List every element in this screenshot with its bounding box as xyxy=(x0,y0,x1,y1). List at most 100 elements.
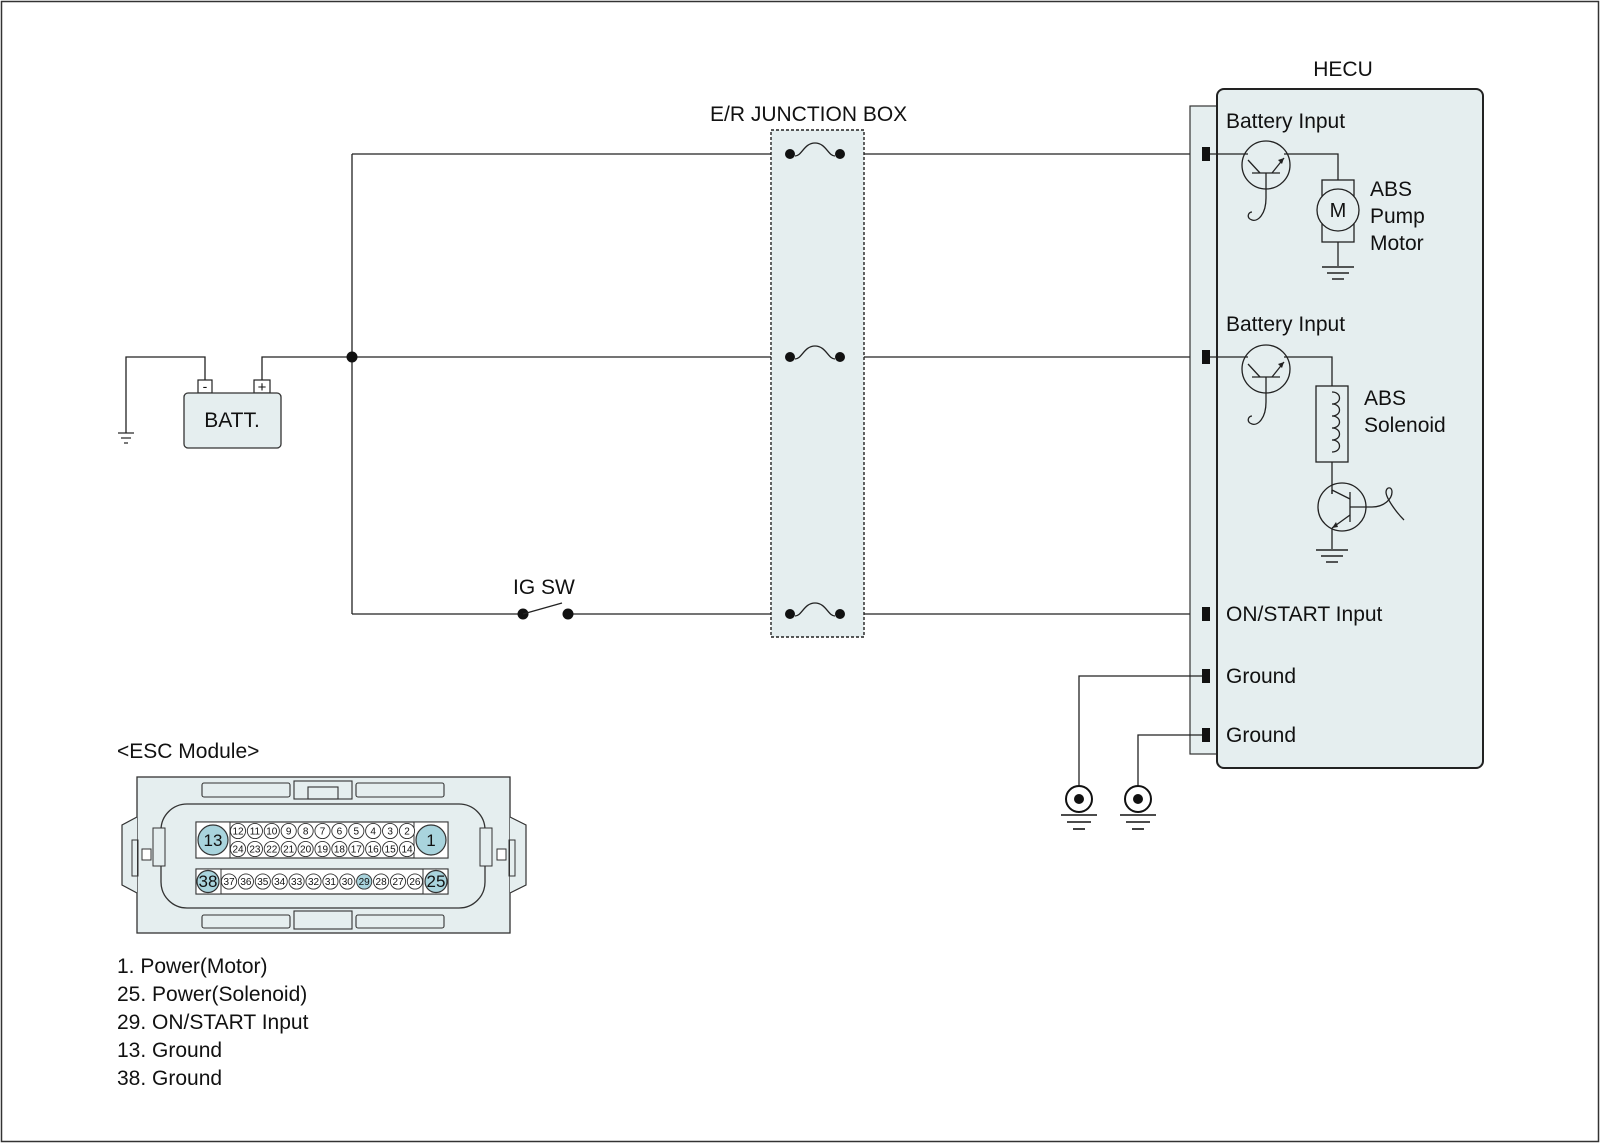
pin-number: 13 xyxy=(204,831,223,850)
connector-pin xyxy=(229,840,247,858)
pin-legend: 1. Power(Motor) 25. Power(Solenoid) 29. … xyxy=(117,955,309,1090)
pin-number: 36 xyxy=(240,877,252,888)
junction-box-title: E/R JUNCTION BOX xyxy=(710,103,907,126)
connector-pin-large xyxy=(424,869,448,894)
battery-positive-sign: + xyxy=(258,379,267,396)
motor-symbol: M xyxy=(1330,200,1347,222)
connector-pin xyxy=(280,822,297,840)
hecu-connector-strip xyxy=(1189,105,1221,755)
connector-pin xyxy=(237,873,254,890)
battery-negative-wire xyxy=(125,356,206,433)
pin-number: 1 xyxy=(426,831,435,850)
hecu-pin-terminal xyxy=(1202,147,1210,161)
pin-number: 17 xyxy=(351,845,363,856)
motor-driver-transistor-icon xyxy=(1241,140,1291,221)
connector-pin xyxy=(280,840,297,858)
pin-number: 25 xyxy=(427,872,446,891)
pin-number: 20 xyxy=(300,845,312,856)
pin-number: 21 xyxy=(283,845,295,856)
connector-pin xyxy=(398,840,416,858)
ig-switch-label: IG SW xyxy=(513,576,575,599)
pin-number: 8 xyxy=(303,827,309,838)
pin-number: 11 xyxy=(250,827,261,838)
connector-pin xyxy=(365,840,382,858)
hecu-pin-label: ON/START Input xyxy=(1226,603,1383,626)
ground-icon xyxy=(1322,266,1354,280)
solenoid-low-side-transistor-icon xyxy=(1317,482,1405,532)
pin-number: 38 xyxy=(199,872,218,891)
battery-body xyxy=(183,392,282,449)
ig-switch-contact-right xyxy=(562,608,574,620)
solenoid-label: ABS xyxy=(1364,387,1406,410)
connector-pin xyxy=(288,873,305,890)
connector-pin xyxy=(246,822,263,840)
connector-pin xyxy=(406,873,423,890)
connector-pin xyxy=(305,873,322,890)
hecu-pin-label: Ground xyxy=(1226,724,1296,747)
connector-pin xyxy=(297,822,314,840)
pin-number: 4 xyxy=(370,827,376,838)
pin-number: 2 xyxy=(404,827,410,838)
hecu-internal-wire xyxy=(1284,153,1339,184)
connector-pin xyxy=(382,840,399,858)
hecu: HECU Battery Input Battery Input ON/STAR… xyxy=(1189,58,1484,769)
solenoid-driver-transistor-icon xyxy=(1241,344,1291,425)
connector-pin xyxy=(348,822,365,840)
hecu-internal-wire xyxy=(1284,356,1333,386)
fuse-1 xyxy=(785,142,845,159)
pin-number: 23 xyxy=(249,845,261,856)
ig-switch-blade xyxy=(522,602,563,615)
connector-pin xyxy=(356,873,373,890)
pin-number: 32 xyxy=(308,877,320,888)
hecu-pin-terminal xyxy=(1202,669,1210,683)
connector-pin xyxy=(229,822,247,840)
battery-label: BATT. xyxy=(204,409,260,432)
ground-wire-2 xyxy=(1137,734,1202,786)
connector-pin xyxy=(348,840,365,858)
connector-pin xyxy=(322,873,339,890)
hecu-pin-terminal xyxy=(1202,607,1210,621)
pin-number: 37 xyxy=(223,877,235,888)
pin-number: 3 xyxy=(387,827,393,838)
battery-positive-wire xyxy=(261,356,790,380)
hecu-pin-label: Battery Input xyxy=(1226,110,1345,133)
connector-pin xyxy=(389,873,407,890)
external-grounds xyxy=(1061,675,1202,830)
hecu-pin-label: Ground xyxy=(1226,665,1296,688)
pin-number: 18 xyxy=(334,845,346,856)
connector-pin-large xyxy=(196,869,220,894)
pin-legend-item: 38. Ground xyxy=(117,1067,222,1090)
connector-pin xyxy=(254,873,271,890)
ground-point-icon xyxy=(1061,785,1097,830)
pin-number: 26 xyxy=(409,877,421,888)
connector-pin xyxy=(398,822,416,840)
battery: - + BATT. xyxy=(118,356,282,449)
main-splice-node xyxy=(346,351,358,363)
hecu-title: HECU xyxy=(1313,58,1373,81)
wiring xyxy=(261,153,1202,615)
fuse-2 xyxy=(785,345,845,362)
pin-number: 27 xyxy=(392,877,404,888)
connector-title: <ESC Module> xyxy=(117,740,259,763)
pin-number: 34 xyxy=(274,877,286,888)
ground-icon xyxy=(1316,549,1348,563)
hecu-pin-terminal xyxy=(1202,350,1210,364)
pin-number: 16 xyxy=(368,845,380,856)
connector-pin-large xyxy=(197,824,229,856)
connector-pin xyxy=(246,840,263,858)
motor-icon: M xyxy=(1316,179,1360,243)
connector-pin xyxy=(365,822,382,840)
pin-number: 6 xyxy=(337,827,343,838)
junction-box-body xyxy=(770,129,865,638)
pin-number: 31 xyxy=(325,877,337,888)
pin-number: 9 xyxy=(286,827,292,838)
pin-number: 12 xyxy=(232,827,244,838)
pin-number: 14 xyxy=(401,845,413,856)
connector-pin xyxy=(314,840,331,858)
